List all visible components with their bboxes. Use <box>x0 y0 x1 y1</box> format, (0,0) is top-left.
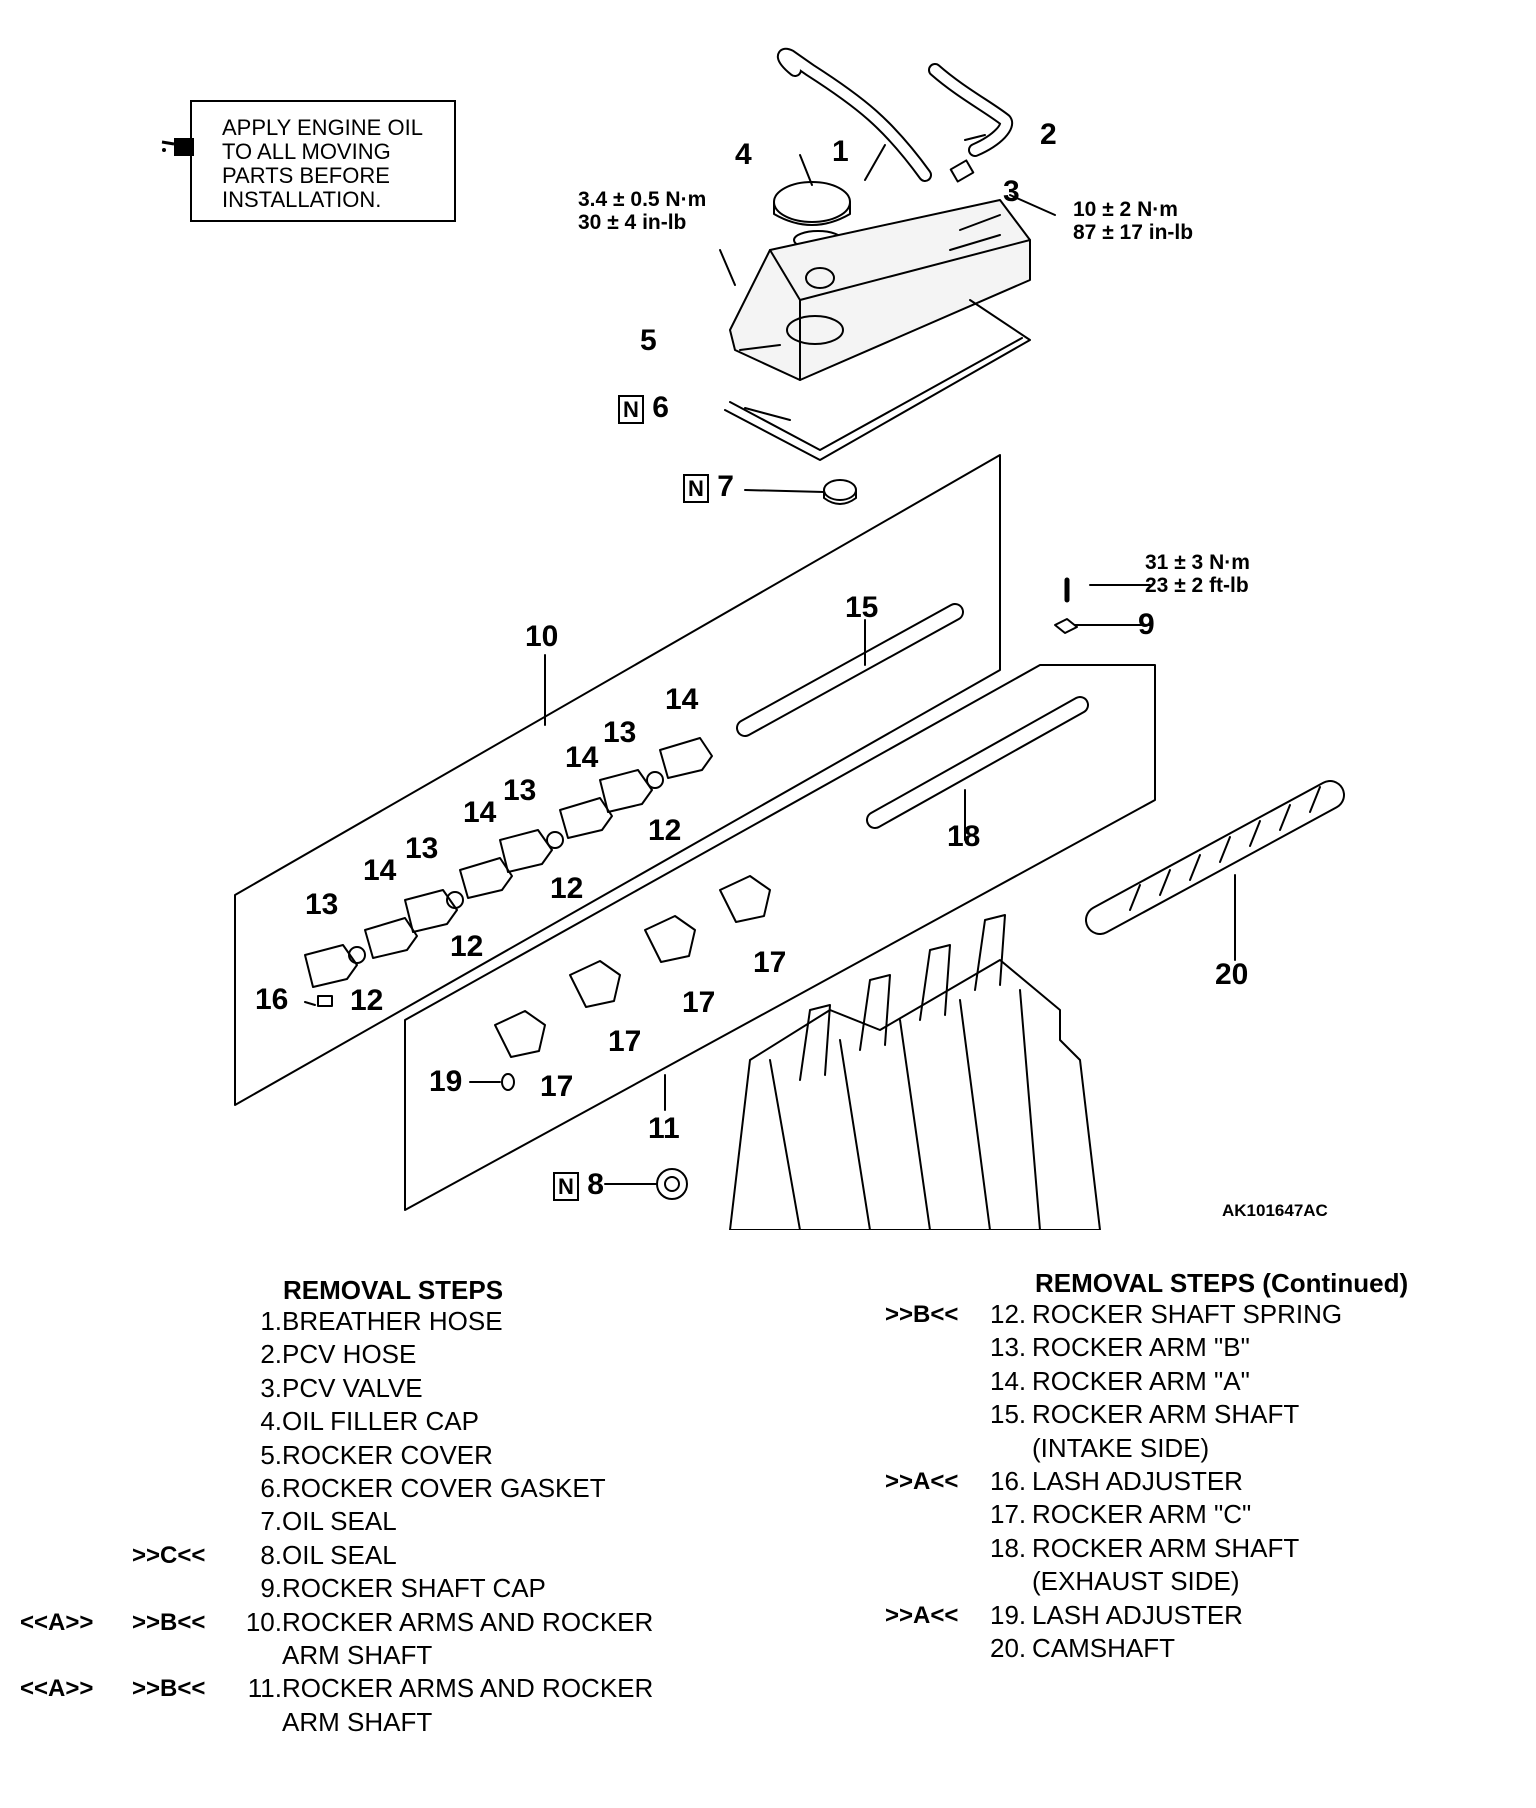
step-number: 13. <box>990 1332 1027 1363</box>
step-number: 10. <box>245 1606 282 1637</box>
callout-14: 14 <box>665 683 699 716</box>
callout-2: 2 <box>1040 118 1057 151</box>
step-number: 12. <box>990 1299 1027 1329</box>
step-text: ROCKER ARMS AND ROCKER <box>282 1673 654 1704</box>
procedure-mark: >>B<< <box>132 1608 206 1636</box>
torque-spec-pcv-valve: 10 ± 2 N·m 87 ± 17 in-lb <box>1073 198 1194 244</box>
step-number: 11. <box>247 1673 282 1704</box>
procedure-mark: >>A<< <box>885 1601 959 1629</box>
exploded-parts-diagram: APPLY ENGINE OIL TO ALL MOVING PARTS BEF… <box>161 47 1345 1231</box>
step-text: ROCKER ARM "B" <box>1032 1332 1250 1363</box>
step-text: ROCKER COVER GASKET <box>282 1473 606 1503</box>
step-text: ARM SHAFT <box>282 1706 433 1737</box>
new-part-marker: N <box>618 395 644 424</box>
procedure-mark: <<A>> <box>20 1608 94 1636</box>
callout-13: 13 <box>503 774 537 807</box>
step-number: 1. <box>260 1306 282 1336</box>
step-number: 2. <box>260 1339 282 1370</box>
step-number: 9. <box>260 1573 282 1604</box>
callout-5: 5 <box>640 324 657 357</box>
lubrication-note-text: APPLY ENGINE OIL TO ALL MOVING PARTS BEF… <box>222 115 423 212</box>
callout-4: 4 <box>735 138 752 171</box>
step-text: PCV HOSE <box>282 1339 417 1370</box>
callout-13: 13 <box>405 832 439 865</box>
step-number: 3. <box>260 1372 282 1403</box>
callout-15: 15 <box>845 591 879 624</box>
callout-14: 14 <box>363 854 397 887</box>
callout-14: 14 <box>565 741 599 774</box>
callout-18: 18 <box>947 820 981 853</box>
step-text: OIL SEAL <box>282 1539 397 1570</box>
removal-steps-title-continued: REMOVAL STEPS (Continued) <box>1035 1268 1409 1298</box>
step-text: LASH ADJUSTER <box>1032 1599 1243 1630</box>
step-number: 17. <box>990 1499 1027 1530</box>
oil-can-icon <box>161 138 194 156</box>
step-text: ROCKER ARM "C" <box>1032 1499 1252 1530</box>
step-number: 14. <box>990 1365 1027 1396</box>
step-text: ROCKER ARMS AND ROCKER <box>282 1606 654 1637</box>
step-text: OIL FILLER CAP <box>282 1406 479 1437</box>
callout-12: 12 <box>450 930 484 963</box>
procedure-mark: >>B<< <box>132 1675 206 1703</box>
callout-17: 17 <box>540 1070 574 1103</box>
torque-spec-rocker-cover-bolt: 3.4 ± 0.5 N·m 30 ± 4 in-lb <box>578 188 707 234</box>
callout-9: 9 <box>1138 608 1155 641</box>
step-text: OIL SEAL <box>282 1506 397 1537</box>
step-text: PCV VALVE <box>282 1372 423 1403</box>
callout-12: 12 <box>350 984 384 1017</box>
step-number: 8. <box>260 1539 282 1570</box>
lubrication-note: APPLY ENGINE OIL TO ALL MOVING PARTS BEF… <box>161 100 456 222</box>
callout-8: N 8 <box>553 1170 604 1202</box>
callout-16: 16 <box>255 983 289 1016</box>
step-text: BREATHER HOSE <box>282 1306 503 1336</box>
callout-10: 10 <box>525 620 559 653</box>
procedure-mark: >>B<< <box>885 1301 959 1328</box>
step-number: 4. <box>260 1406 282 1437</box>
step-number: 7. <box>260 1506 282 1537</box>
callout-20: 20 <box>1215 958 1249 991</box>
step-number: 6. <box>260 1473 282 1503</box>
step-number: 15. <box>990 1399 1027 1430</box>
step-number: 16. <box>990 1466 1027 1496</box>
diagram-drawing <box>234 47 1345 1231</box>
callout-3: 3 <box>1003 175 1020 208</box>
callout-13: 13 <box>305 888 339 921</box>
step-text: ROCKER ARM SHAFT <box>1032 1399 1300 1430</box>
step-number: 5. <box>260 1439 282 1470</box>
new-part-marker: N <box>553 1172 579 1201</box>
step-text: ARM SHAFT <box>282 1640 433 1670</box>
callout-7: N 7 <box>683 472 734 504</box>
callout-12: 12 <box>648 814 682 847</box>
step-number: 20. <box>990 1633 1027 1663</box>
step-text: CAMSHAFT <box>1032 1633 1175 1663</box>
callout-17: 17 <box>682 986 716 1019</box>
step-text: (EXHAUST SIDE) <box>1032 1566 1240 1597</box>
new-part-marker: N <box>683 474 709 503</box>
procedure-mark: >>C<< <box>132 1541 206 1569</box>
step-text: (INTAKE SIDE) <box>1032 1432 1210 1463</box>
callout-1: 1 <box>832 135 849 168</box>
callout-17: 17 <box>753 946 787 979</box>
step-text: ROCKER ARM "A" <box>1032 1365 1250 1396</box>
drawing-code: AK101647AC <box>1222 1201 1328 1220</box>
procedure-mark: <<A>> <box>20 1675 94 1703</box>
callout-11: 11 <box>648 1112 680 1145</box>
callout-19: 19 <box>429 1065 463 1098</box>
step-text: LASH ADJUSTER <box>1032 1466 1243 1496</box>
step-number: 18. <box>990 1532 1027 1563</box>
callout-13: 13 <box>603 716 637 749</box>
callout-14: 14 <box>463 796 497 829</box>
torque-spec-rocker-shaft-bolt: 31 ± 3 N·m 23 ± 2 ft-lb <box>1145 551 1250 597</box>
step-text: ROCKER ARM SHAFT <box>1032 1532 1300 1563</box>
callout-17: 17 <box>608 1025 642 1058</box>
step-text: ROCKER SHAFT SPRING <box>1032 1299 1343 1329</box>
step-text: ROCKER COVER <box>282 1439 493 1470</box>
callout-12: 12 <box>550 872 584 905</box>
step-text: ROCKER SHAFT CAP <box>282 1573 546 1604</box>
callout-6: N 6 <box>618 393 669 425</box>
procedure-mark: >>A<< <box>885 1468 959 1495</box>
step-number: 19. <box>990 1599 1027 1630</box>
removal-steps-title: REMOVAL STEPS <box>283 1275 504 1305</box>
